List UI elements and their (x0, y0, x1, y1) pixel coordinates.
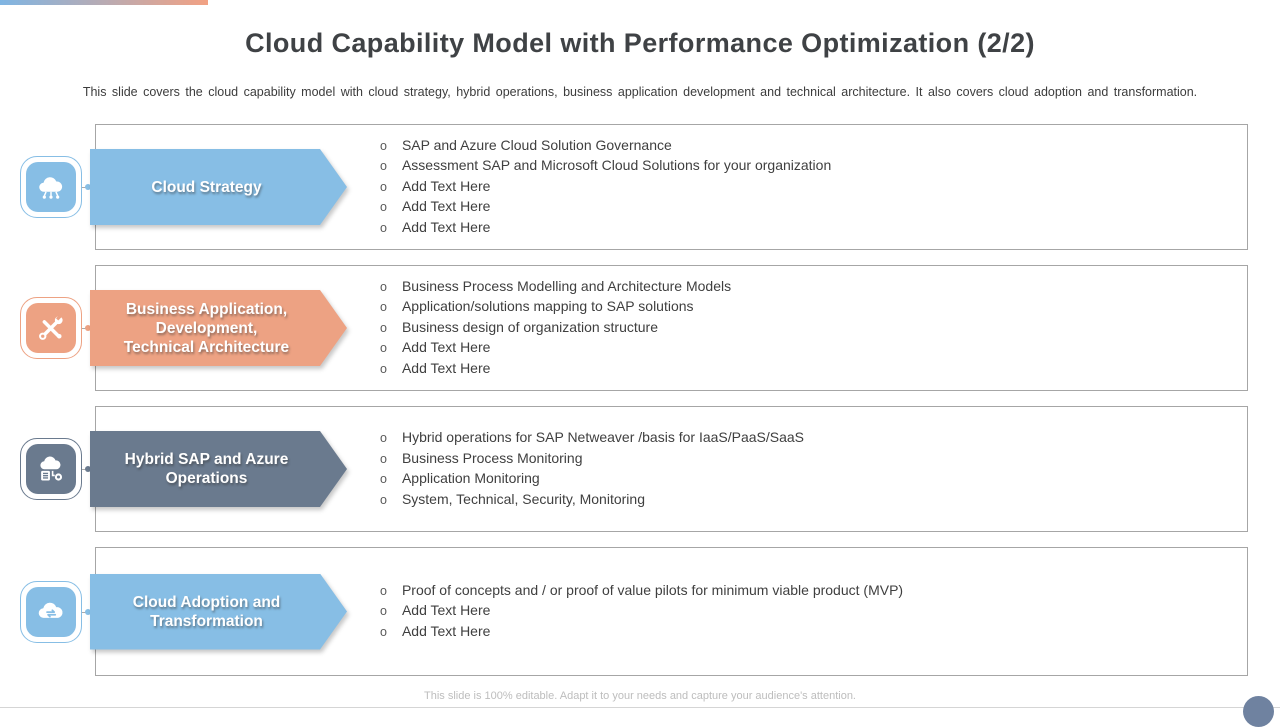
bullet-item: Assessment SAP and Microsoft Cloud Solut… (380, 156, 1260, 177)
bullet-item: System, Technical, Security, Monitoring (380, 490, 1260, 511)
bullet-item: Application/solutions mapping to SAP sol… (380, 297, 1260, 318)
bullet-list: SAP and Azure Cloud Solution Governance … (380, 124, 1260, 250)
connector-dot (85, 325, 91, 331)
footer-note: This slide is 100% editable. Adapt it to… (424, 690, 856, 702)
row-label: Cloud Adoption and (132, 593, 281, 611)
capability-row-hybrid-operations: Hybrid SAP and Azure Operations Hybrid o… (0, 406, 1280, 532)
bullet-item: Business Process Modelling and Architect… (380, 277, 1260, 298)
bullet-item: Business design of organization structur… (380, 318, 1260, 339)
icon-ring (20, 297, 82, 359)
icon-ring (20, 156, 82, 218)
bullet-item: SAP and Azure Cloud Solution Governance (380, 136, 1260, 157)
row-arrow-banner: Business Application, Development, Techn… (90, 290, 347, 366)
icon-badge (26, 586, 76, 637)
corner-circle (1243, 696, 1274, 727)
slide-subtitle: This slide covers the cloud capability m… (82, 85, 1198, 99)
bullet-item: Add Text Here (380, 622, 1260, 643)
bullet-item: Add Text Here (380, 197, 1260, 218)
bullet-item: Add Text Here (380, 218, 1260, 239)
page-title: Cloud Capability Model with Performance … (245, 28, 1035, 58)
row-arrow-banner: Cloud Adoption and Transformation (90, 573, 347, 650)
row-label: Transformation (150, 612, 263, 630)
top-accent-bar (0, 0, 208, 5)
bullet-item: Proof of concepts and / or proof of valu… (380, 581, 1260, 602)
row-arrow-banner: Cloud Strategy (90, 149, 347, 225)
bullet-list: Hybrid operations for SAP Netweaver /bas… (380, 406, 1260, 532)
capability-row-cloud-strategy: Cloud Strategy SAP and Azure Cloud Solut… (0, 124, 1280, 250)
row-arrow-banner: Hybrid SAP and Azure Operations (90, 431, 347, 507)
bullet-item: Hybrid operations for SAP Netweaver /bas… (380, 428, 1260, 449)
row-label: Hybrid SAP and Azure (124, 451, 289, 468)
capability-row-business-application: Business Application, Development, Techn… (0, 265, 1280, 391)
bullet-list: Business Process Modelling and Architect… (380, 265, 1260, 391)
cloud-network-icon (39, 177, 63, 199)
icon-ring (20, 438, 82, 500)
connector-dot (85, 608, 91, 615)
row-label: Development, (155, 319, 258, 337)
bullet-item: Add Text Here (380, 601, 1260, 622)
bullet-item: Application Monitoring (380, 469, 1260, 490)
bullet-item: Add Text Here (380, 177, 1260, 198)
bullet-list: Proof of concepts and / or proof of valu… (380, 547, 1260, 676)
icon-badge (26, 162, 76, 212)
icon-badge (26, 444, 76, 494)
icon-badge (26, 303, 76, 353)
footer-divider (0, 707, 1280, 708)
hybrid-cloud-server-icon (40, 456, 63, 481)
bullet-item: Add Text Here (380, 338, 1260, 359)
connector-dot (85, 184, 91, 190)
bullet-item: Add Text Here (380, 359, 1260, 380)
cloud-sync-icon (38, 602, 63, 618)
icon-ring (20, 580, 82, 643)
crossed-tools-icon (39, 314, 63, 340)
row-label: Business Application, (125, 300, 288, 318)
connector-dot (85, 466, 91, 472)
row-label: Operations (165, 470, 248, 487)
capability-row-cloud-adoption: Cloud Adoption and Transformation Proof … (0, 547, 1280, 676)
row-label: Cloud Strategy (151, 178, 262, 196)
bullet-item: Business Process Monitoring (380, 449, 1260, 470)
row-label: Technical Architecture (123, 338, 290, 356)
